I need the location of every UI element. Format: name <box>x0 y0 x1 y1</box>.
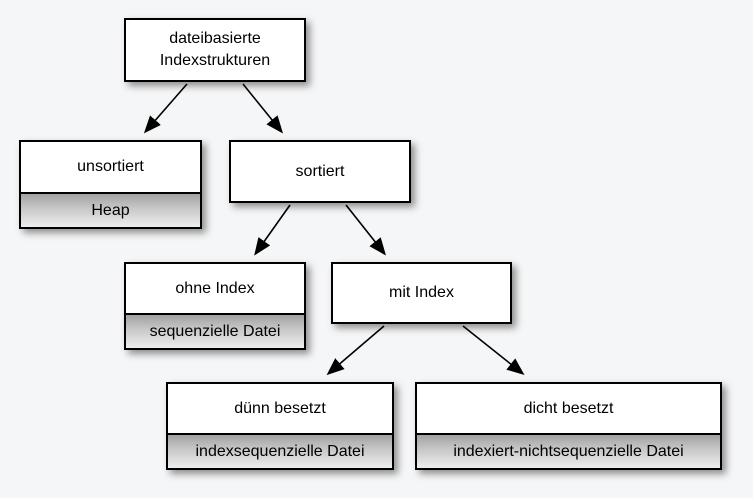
node-dateibasierte-indexstrukturen: dateibasierte Indexstrukturen <box>124 18 306 82</box>
edge-root-unsortiert <box>143 83 188 134</box>
edge-mit-index-duenn <box>326 325 385 376</box>
node-sublabel: sequenzielle Datei <box>126 313 304 348</box>
node-label: sortiert <box>295 162 345 180</box>
edge-sortiert-ohne-index <box>254 204 291 256</box>
node-mit-index: mit Index <box>331 262 512 324</box>
node-label: ohne Index <box>175 279 255 297</box>
node-sublabel: indexsequenzielle Datei <box>168 433 392 468</box>
node-label: mit Index <box>389 284 454 302</box>
edge-root-sortiert <box>242 83 284 134</box>
node-label: dünn besetzt <box>234 399 326 417</box>
node-sortiert: sortiert <box>229 140 411 203</box>
edge-mit-index-dicht <box>462 325 525 375</box>
node-sublabel: Heap <box>21 192 200 227</box>
node-label: unsortiert <box>77 158 144 176</box>
node-label: dicht besetzt <box>523 399 614 417</box>
node-ohne-index: ohne Index sequenzielle Datei <box>124 262 306 350</box>
node-duenn-besetzt: dünn besetzt indexsequenzielle Datei <box>166 382 394 470</box>
node-sublabel: indexiert-nichtsequenzielle Datei <box>417 433 720 468</box>
edge-sortiert-mit-index <box>345 204 386 256</box>
node-dicht-besetzt: dicht besetzt indexiert-nichtsequenziell… <box>415 382 722 470</box>
node-unsortiert: unsortiert Heap <box>19 140 202 229</box>
node-label: dateibasierte Indexstrukturen <box>159 30 271 69</box>
